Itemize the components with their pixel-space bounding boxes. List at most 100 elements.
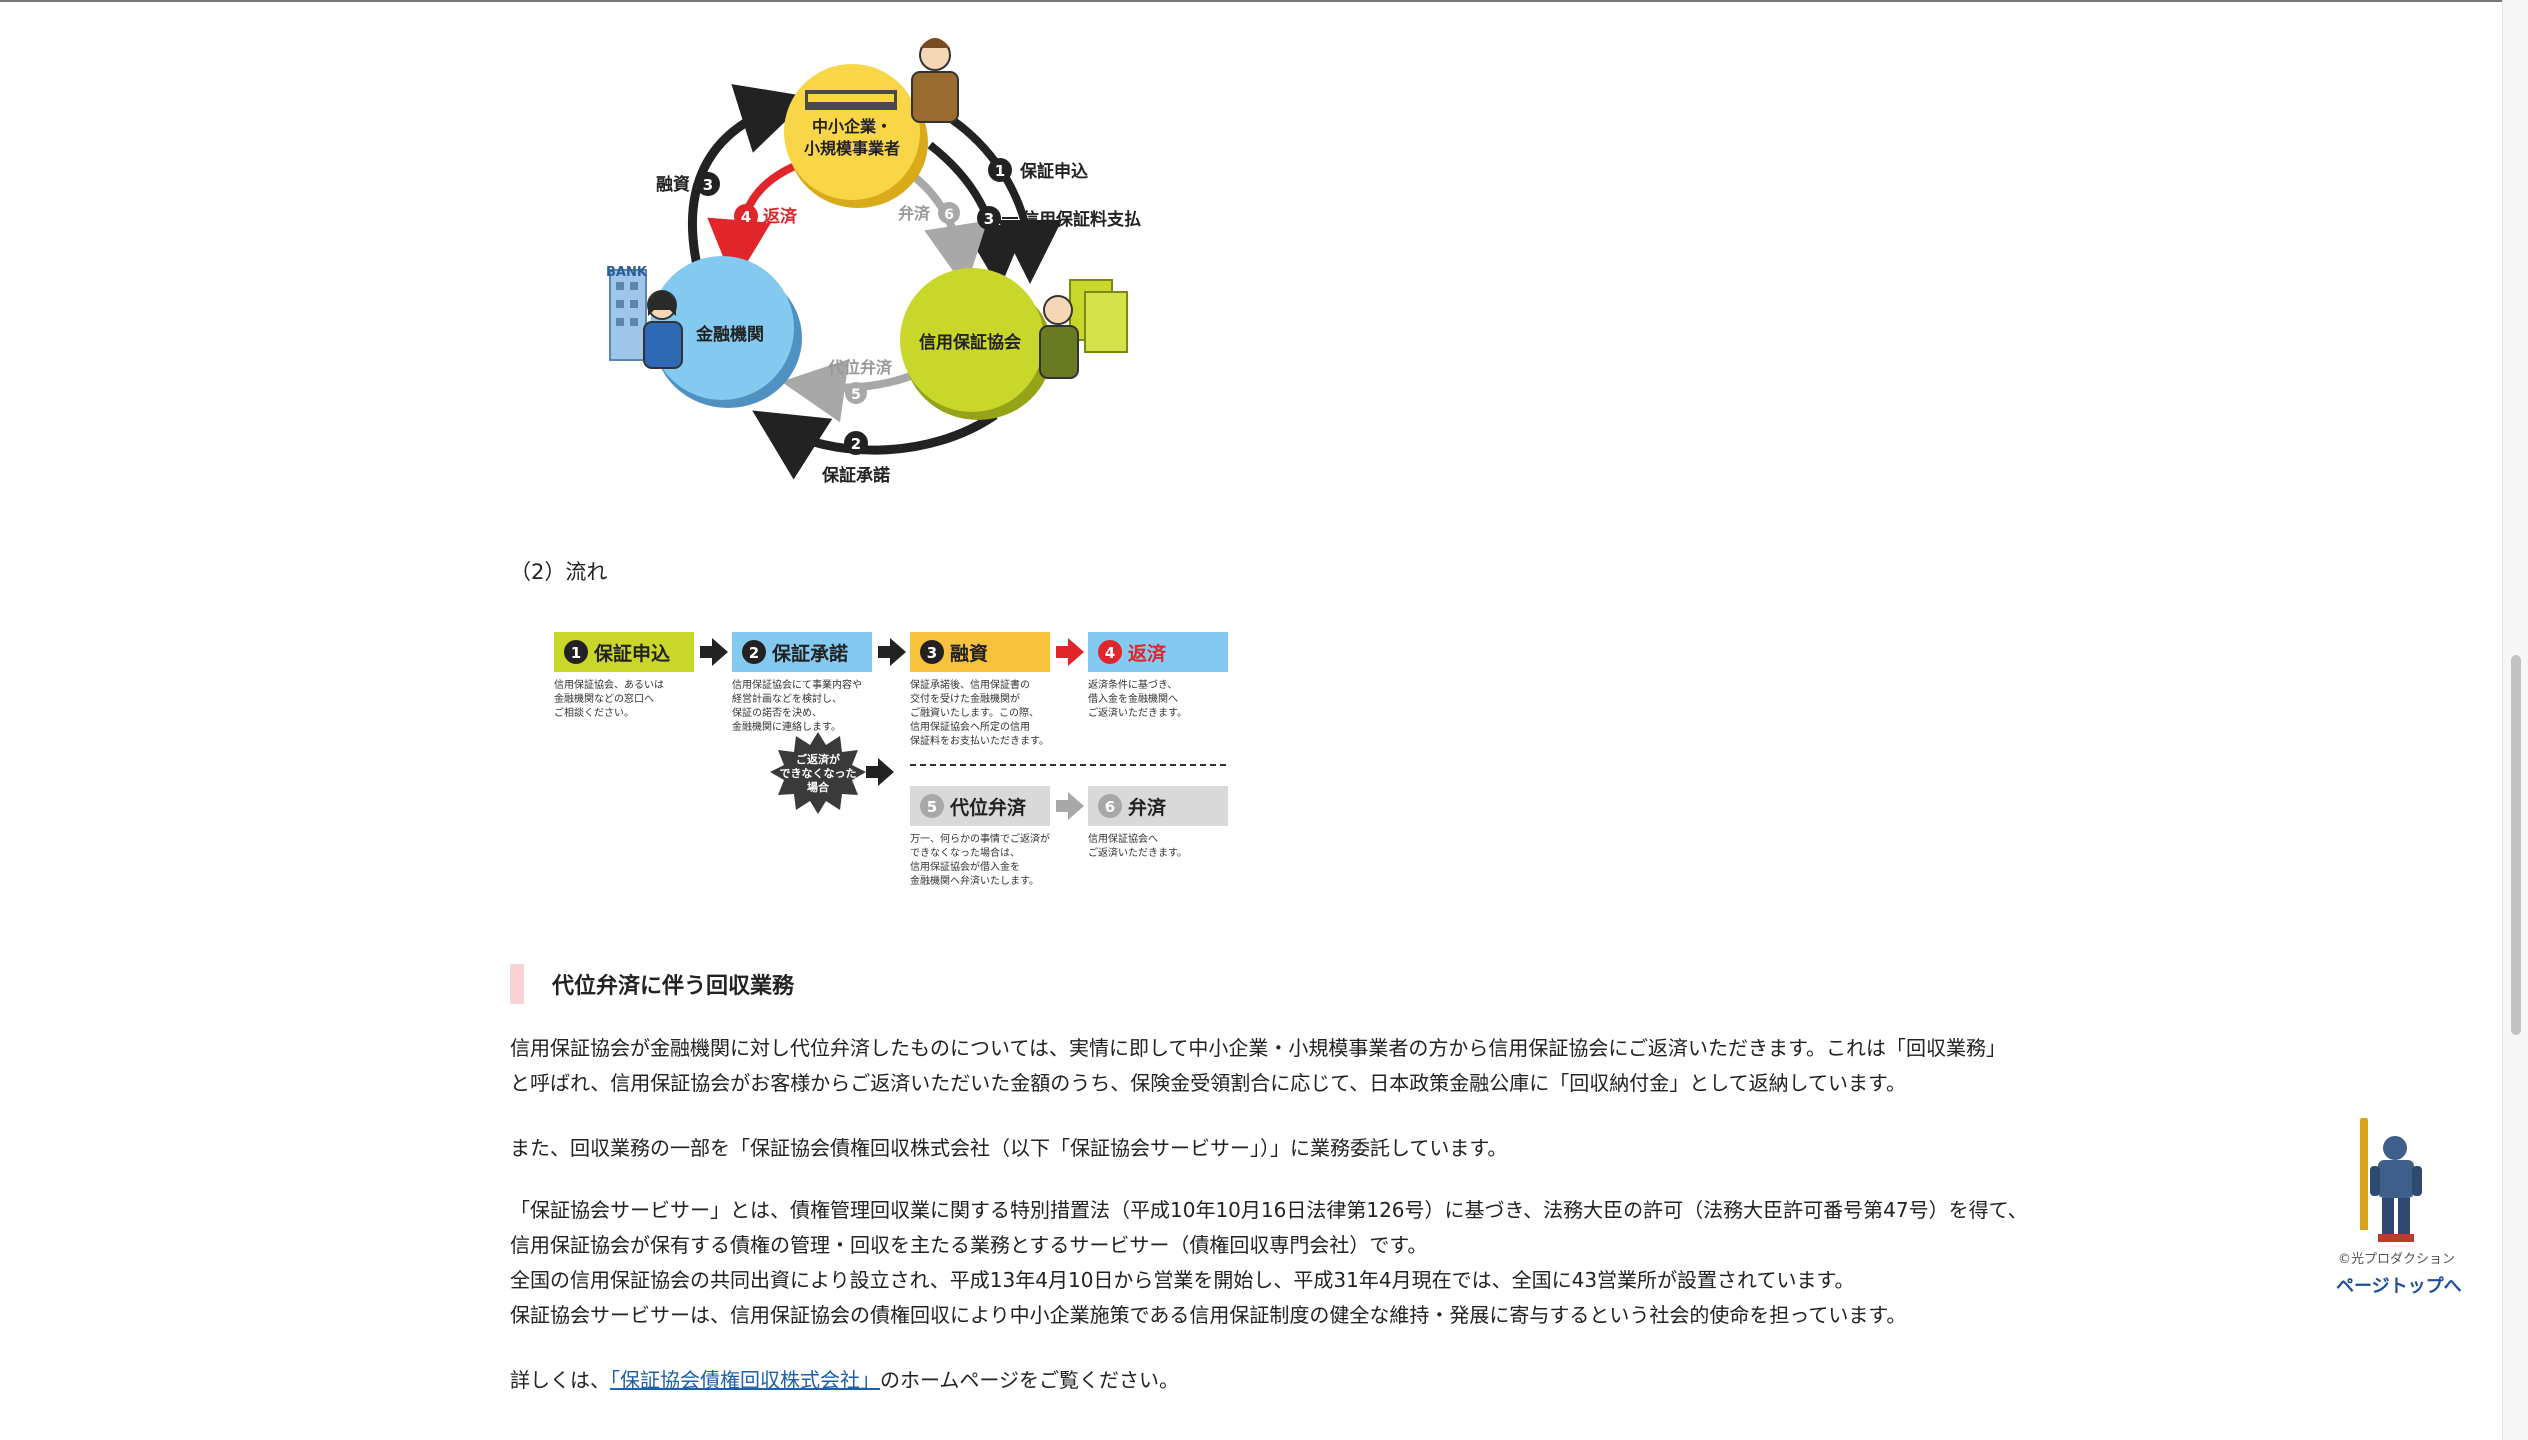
section-accent-bar xyxy=(510,964,524,1004)
step4-number: 4 xyxy=(741,208,751,226)
step3a-number: 3 xyxy=(703,176,713,194)
scrollbar-thumb[interactable] xyxy=(2511,655,2521,1035)
svg-text:金融機関へ弁済いたします。: 金融機関へ弁済いたします。 xyxy=(910,874,1039,887)
paragraph-3-line-1: 「保証協会サービサー」とは、債権管理回収業に関する特別措置法（平成10年10月1… xyxy=(510,1198,2028,1222)
paragraph-3-line-3: 全国の信用保証協会の共同出資により設立され、平成13年4月10日から営業を開始し… xyxy=(510,1268,1855,1292)
paragraph-1-line-1: 信用保証協会が金融機関に対し代位弁済したものについては、実情に即して中小企業・小… xyxy=(510,1036,2006,1060)
paragraph-4-prefix: 詳しくは、 xyxy=(510,1368,610,1392)
step1-label: 保証申込 xyxy=(1019,161,1088,182)
flow-box-6: 6 弁済 xyxy=(1088,786,1228,826)
arrow-guarantee-fee xyxy=(927,141,1028,289)
svg-text:保証料をお支払いただきます。: 保証料をお支払いただきます。 xyxy=(910,734,1049,747)
step6-label: 弁済 xyxy=(898,204,931,223)
step4-label: 返済 xyxy=(763,206,798,227)
flow-arrow-2 xyxy=(878,638,906,666)
flow-arrow-4 xyxy=(866,758,894,786)
paragraph-1-line-2: と呼ばれ、信用保証協会がお客様からご返済いただいた金額のうち、保険金受領割合に応… xyxy=(510,1071,1906,1095)
flow-box-1: 1 保証申込 xyxy=(554,632,694,672)
svg-text:借入金を金融機関へ: 借入金を金融機関へ xyxy=(1088,692,1178,705)
bank-sign: BANK xyxy=(606,265,648,280)
svg-text:信用保証協会が借入金を: 信用保証協会が借入金を xyxy=(910,860,1020,873)
svg-text:ご返済いただきます。: ご返済いただきます。 xyxy=(1088,846,1187,859)
credit-guarantee-corp-node xyxy=(900,268,1044,412)
svg-text:返済条件に基づき、: 返済条件に基づき、 xyxy=(1088,678,1177,691)
flow-caption: （2）流れ xyxy=(510,560,608,584)
svg-text:信用保証協会にて事業内容や: 信用保証協会にて事業内容や xyxy=(732,678,862,691)
svg-text:3: 3 xyxy=(927,644,937,662)
svg-text:場合: 場合 xyxy=(807,780,830,794)
servicer-homepage-link[interactable]: 「保証協会債権回収株式会社」 xyxy=(610,1368,880,1392)
svg-text:できなくなった場合は、: できなくなった場合は、 xyxy=(910,846,1020,859)
paragraph-4-suffix: のホームページをご覧ください。 xyxy=(880,1368,1179,1392)
copyright-text: ©光プロダクション xyxy=(2338,1252,2456,1267)
svg-text:ご相談ください。: ご相談ください。 xyxy=(554,706,634,719)
svg-text:ご返済いただきます。: ご返済いただきます。 xyxy=(1088,706,1187,719)
paragraph-4: 詳しくは、「保証協会債権回収株式会社」のホームページをご覧ください。 xyxy=(510,1363,2010,1398)
svg-text:保証申込: 保証申込 xyxy=(593,642,670,665)
section-title: 代位弁済に伴う回収業務 xyxy=(552,974,795,999)
svg-text:できなくなった: できなくなった xyxy=(780,767,857,780)
svg-text:4: 4 xyxy=(1105,644,1115,662)
svg-text:返済: 返済 xyxy=(1128,642,1167,665)
top-border xyxy=(0,0,2528,2)
svg-text:ご融資いたします。この際、: ご融資いたします。この際、 xyxy=(910,706,1039,719)
credit-guarantee-cycle-diagram: 中小企業・ 小規模事業者 金融機関 BANK 信用保証協会 3 融資 4 返済 … xyxy=(606,38,1141,486)
flow-box-3-desc: 保証承諾後、信用保証書の 交付を受けた金融機関が ご融資いたします。この際、 信… xyxy=(910,678,1049,747)
paragraph-3: 「保証協会サービサー」とは、債権管理回収業に関する特別措置法（平成10年10月1… xyxy=(510,1193,2028,1333)
flow-box-6-desc: 信用保証協会へ ご返済いただきます。 xyxy=(1088,832,1187,859)
flow-box-3: 3 融資 xyxy=(910,632,1050,672)
vertical-scrollbar[interactable] xyxy=(2502,0,2528,1440)
arrow-financing xyxy=(687,84,811,271)
flow-box-5-desc: 万一、何らかの事情でご返済が できなくなった場合は、 信用保証協会が借入金を 金… xyxy=(910,832,1050,887)
svg-text:融資: 融資 xyxy=(950,642,988,665)
svg-text:保証承諾: 保証承諾 xyxy=(771,642,848,665)
svg-text:ご返済が: ご返済が xyxy=(796,752,840,766)
paragraph-1: 信用保証協会が金融機関に対し代位弁済したものについては、実情に即して中小企業・小… xyxy=(510,1031,2010,1101)
svg-text:信用保証協会へ: 信用保証協会へ xyxy=(1088,832,1158,845)
step3a-label: 融資 xyxy=(656,175,690,195)
bank-label: 金融機関 xyxy=(695,324,764,345)
flow-burst: ご返済が できなくなった 場合 xyxy=(770,732,866,814)
svg-text:信用保証協会、あるいは: 信用保証協会、あるいは xyxy=(554,678,664,691)
flow-box-5: 5 代位弁済 xyxy=(910,786,1050,826)
svg-text:弁済: 弁済 xyxy=(1128,796,1167,819)
arrow-guarantee-application xyxy=(942,111,1062,284)
step1-number: 1 xyxy=(995,162,1005,180)
step2-number: 2 xyxy=(851,435,861,453)
bank-building-icon: BANK xyxy=(606,265,648,361)
cgc-staff-icon xyxy=(1039,279,1128,379)
arrow-repayment xyxy=(707,158,807,284)
sme-label-2: 小規模事業者 xyxy=(804,139,900,158)
paragraph-3-line-2: 信用保証協会が保有する債権の管理・回収を主たる業務とするサービサー（債権回収専門… xyxy=(510,1233,1428,1257)
svg-text:保証承諾後、信用保証書の: 保証承諾後、信用保証書の xyxy=(910,678,1030,691)
svg-text:6: 6 xyxy=(1105,798,1115,816)
flow-box-2: 2 保証承諾 xyxy=(732,632,872,672)
svg-text:万一、何らかの事情でご返済が: 万一、何らかの事情でご返済が xyxy=(910,832,1050,845)
step3b-number: 3 xyxy=(984,210,994,228)
step5-label: 代位弁済 xyxy=(827,358,893,377)
businessman-icon xyxy=(911,38,959,123)
svg-text:5: 5 xyxy=(927,798,937,816)
svg-text:金融機関に連絡します。: 金融機関に連絡します。 xyxy=(732,720,841,733)
svg-text:交付を受けた金融機関が: 交付を受けた金融機関が xyxy=(910,692,1020,705)
sme-label-1: 中小企業・ xyxy=(812,117,892,136)
svg-text:代位弁済: 代位弁済 xyxy=(949,796,1027,819)
step3b-label: 信用保証料支払 xyxy=(1022,209,1141,230)
robot-mascot-icon[interactable] xyxy=(2340,1118,2440,1248)
step2-label: 保証承諾 xyxy=(821,465,890,486)
page-top-link[interactable]: ページトップへ xyxy=(2336,1276,2462,1297)
svg-text:保証の諾否を決め、: 保証の諾否を決め、 xyxy=(732,706,822,719)
paragraph-3-line-4: 保証協会サービサーは、信用保証協会の債権回収により中小企業施策である信用保証制度… xyxy=(510,1303,1907,1327)
svg-text:金融機関などの窓口へ: 金融機関などの窓口へ xyxy=(554,692,654,705)
step5-number: 5 xyxy=(851,387,861,403)
arrow-guarantee-approval xyxy=(752,410,998,480)
flow-arrow-1 xyxy=(700,638,728,666)
bank-clerk-icon xyxy=(643,290,683,369)
svg-text:1: 1 xyxy=(571,644,581,662)
svg-text:経営計画などを検討し、: 経営計画などを検討し、 xyxy=(732,692,842,705)
flow-box-2-desc: 信用保証協会にて事業内容や 経営計画などを検討し、 保証の諾否を決め、 金融機関… xyxy=(732,678,862,733)
paragraph-2: また、回収業務の一部を「保証協会債権回収株式会社（以下「保証協会サービサー」）」… xyxy=(510,1131,2010,1166)
cgc-label: 信用保証協会 xyxy=(919,332,1021,353)
bank-node xyxy=(650,256,794,400)
flow-arrow-3 xyxy=(1056,638,1084,666)
